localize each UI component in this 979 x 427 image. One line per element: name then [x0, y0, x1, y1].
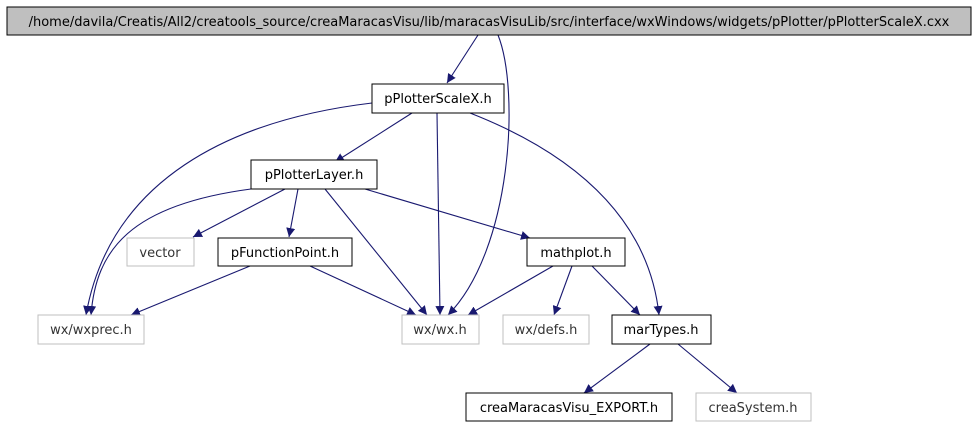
node-pplotterlayer-h-label: pPlotterLayer.h	[265, 168, 364, 183]
node-creamaracasvisu-export-h-label: creaMaracasVisu_EXPORT.h	[480, 401, 658, 416]
node-pfunctionpoint-h-label: pFunctionPoint.h	[231, 246, 339, 261]
node-wx-wxprec-h[interactable]: wx/wxprec.h	[37, 314, 145, 345]
edge-fpoint-to-wxprec	[130, 265, 251, 316]
edge-scalex-to-wxprec	[83, 102, 373, 316]
node-pplotterscalex-h-label: pPlotterScaleX.h	[384, 92, 491, 107]
edge-layer-to-wx	[324, 188, 428, 316]
node-martypes-h[interactable]: marTypes.h	[611, 314, 712, 345]
node-martypes-h-label: marTypes.h	[624, 323, 699, 338]
edge-scalex-to-layer	[334, 112, 413, 163]
node-creamaracasvisu-export-h[interactable]: creaMaracasVisu_EXPORT.h	[465, 392, 673, 422]
node-mathplot-h-label: mathplot.h	[540, 246, 611, 261]
node-creasystem-h-label: creaSystem.h	[708, 401, 797, 416]
edge-scalex-to-wx	[435, 112, 445, 316]
edge-layer-to-wxprec	[87, 188, 252, 316]
node-wx-defs-h[interactable]: wx/defs.h	[502, 314, 590, 345]
node-pfunctionpoint-h[interactable]: pFunctionPoint.h	[217, 237, 353, 267]
node-mathplot-h[interactable]: mathplot.h	[526, 237, 626, 267]
node-wx-wx-h[interactable]: wx/wx.h	[401, 314, 480, 345]
edge-layer-to-mathplot	[364, 188, 531, 240]
node-wx-wx-h-label: wx/wx.h	[413, 323, 466, 338]
edge-scalex-to-martypes	[469, 112, 663, 316]
node-vector[interactable]: vector	[126, 237, 195, 267]
edge-layer-to-fpoint	[286, 188, 299, 238]
edge-layer-to-vector	[192, 188, 286, 238]
edge-mathplot-to-defs	[552, 265, 573, 316]
node-pplotterlayer-h[interactable]: pPlotterLayer.h	[250, 159, 378, 190]
edge-mathplot-to-martypes	[591, 265, 641, 316]
node-vector-label: vector	[139, 246, 181, 261]
node-creasystem-h[interactable]: creaSystem.h	[695, 392, 812, 422]
node-root[interactable]: /home/davila/Creatis/All2/creatools_sour…	[6, 6, 972, 36]
edge-root-to-scalex	[446, 34, 479, 84]
edge-martypes-to-export	[583, 343, 651, 394]
node-wx-wxprec-h-label: wx/wxprec.h	[50, 323, 132, 338]
edge-mathplot-to-wx	[467, 265, 554, 316]
node-root-label: /home/davila/Creatis/All2/creatools_sour…	[29, 15, 950, 30]
edge-fpoint-to-wx	[309, 265, 417, 316]
edge-martypes-to-system	[677, 343, 738, 394]
node-wx-defs-h-label: wx/defs.h	[515, 323, 578, 338]
node-pplotterscalex-h[interactable]: pPlotterScaleX.h	[371, 83, 505, 114]
edge-root-to-wx	[447, 34, 510, 316]
